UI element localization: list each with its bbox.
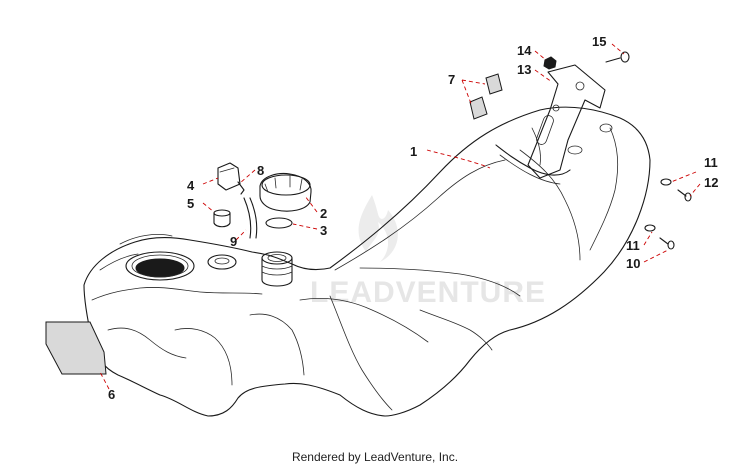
mounting-bracket xyxy=(527,64,606,179)
callout-15: 15 xyxy=(592,34,606,49)
warning-label xyxy=(45,321,107,375)
callout-11-lower: 11 xyxy=(626,238,640,253)
fuel-tank xyxy=(83,106,651,417)
callout-8: 8 xyxy=(257,163,264,178)
callout-14: 14 xyxy=(517,43,532,58)
callout-7: 7 xyxy=(448,72,455,87)
leader-lines xyxy=(99,43,701,390)
callout-2: 2 xyxy=(320,206,327,221)
callout-labels: 1 2 3 4 5 6 7 8 9 10 11 11 12 13 14 15 xyxy=(108,34,718,402)
fuel-cap xyxy=(259,172,312,212)
render-credit: Rendered by LeadVenture, Inc. xyxy=(291,450,459,464)
rubber-pads xyxy=(469,73,503,120)
callout-4: 4 xyxy=(187,178,195,193)
callout-11-upper: 11 xyxy=(704,155,718,170)
callout-12: 12 xyxy=(704,175,718,190)
vent-hose xyxy=(243,197,258,239)
callout-1: 1 xyxy=(410,144,417,159)
callout-13: 13 xyxy=(517,62,531,77)
callout-3: 3 xyxy=(320,223,327,238)
watermark-text: LEADVENTURE xyxy=(310,276,546,309)
callout-10: 10 xyxy=(626,256,640,271)
fasteners xyxy=(543,51,692,250)
watermark: LEADVENTURE xyxy=(310,195,546,309)
o-ring xyxy=(265,217,293,229)
vent-valve xyxy=(217,162,245,195)
callout-9: 9 xyxy=(230,234,237,249)
callout-5: 5 xyxy=(187,196,194,211)
grommet xyxy=(213,209,231,228)
callout-6: 6 xyxy=(108,387,115,402)
